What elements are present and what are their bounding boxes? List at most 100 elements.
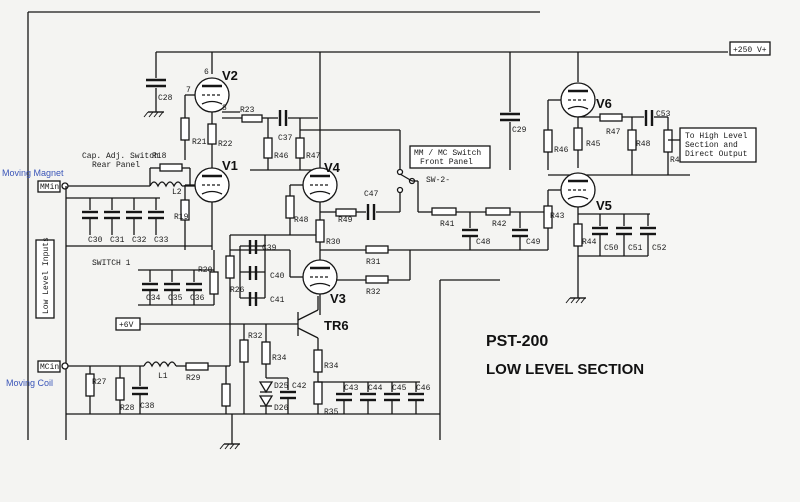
label-r48: R48	[636, 140, 651, 149]
label-r19: R19	[174, 213, 189, 222]
label-v4: V4	[324, 160, 341, 175]
label-c35: C35	[168, 294, 183, 303]
label-c53: C53	[656, 110, 671, 119]
mm-input-jack[interactable]	[37, 180, 61, 193]
label-c52: C52	[652, 244, 667, 253]
output-line2: Section and	[685, 141, 738, 150]
label-v3: V3	[330, 291, 346, 306]
label-r31: R32	[248, 332, 263, 341]
label-r38: R49	[338, 216, 353, 225]
label-v2: V2	[222, 68, 238, 83]
label-c37: C37	[278, 134, 293, 143]
label-c39: C39	[262, 244, 277, 253]
label-c50: C50	[604, 244, 619, 253]
moving-coil-label: Moving Coil	[6, 378, 53, 388]
v5-cap-bank	[592, 214, 656, 256]
output-line3: Direct Output	[685, 150, 747, 159]
switch2-line1: MM / MC Switch	[414, 149, 481, 158]
label-r26: R27	[92, 378, 107, 387]
label-c51: C51	[628, 244, 643, 253]
mm-mc-switch-box[interactable]	[409, 145, 491, 169]
label-c36: C36	[190, 294, 205, 303]
label-c28: C28	[158, 94, 173, 103]
adjacent-page	[520, 0, 800, 502]
mm-cap-bank	[82, 198, 164, 235]
label-r33: R34	[272, 354, 287, 363]
label-r44: R44	[582, 238, 597, 247]
label-r25: R47	[306, 152, 321, 161]
label-r49: R49	[670, 156, 685, 165]
label-c41: C41	[270, 296, 285, 305]
label-c38: C38	[140, 402, 155, 411]
label-tr6: TR6	[324, 318, 349, 333]
label-c33: C33	[154, 236, 169, 245]
label-r34: R34	[324, 362, 339, 371]
label-d26: D26	[274, 404, 289, 413]
label-c45: C45	[392, 384, 407, 393]
label-r27: R28	[120, 404, 135, 413]
switch2-line2: Front Panel	[420, 158, 473, 167]
label-v1: V1	[222, 158, 238, 173]
label-c47: C47	[364, 190, 379, 199]
label-l2: L2	[172, 188, 182, 197]
pin-8: 8	[222, 104, 227, 113]
cap-switch-line1: Cap. Adj. Switch	[82, 152, 159, 161]
hv-supply-box	[729, 41, 771, 56]
switch1-label: SWITCH 1	[92, 259, 131, 268]
label-r47: R47	[606, 128, 621, 137]
label-c43: C43	[344, 384, 359, 393]
pin-6: 6	[204, 68, 209, 77]
mc-jack-label: MCin	[40, 363, 59, 372]
title: PST-200	[486, 333, 548, 350]
label-c44: C44	[368, 384, 383, 393]
label-r22: R22	[218, 140, 233, 149]
tr6-cap-bank	[336, 382, 424, 414]
label-c48: C48	[476, 238, 491, 247]
label-r21: R21	[192, 138, 207, 147]
lv-supply-label: +6V	[119, 321, 134, 330]
low-level-inputs-label: Low Level Inputs	[42, 237, 51, 314]
label-r28: R29	[186, 374, 201, 383]
cap-switch-line2: Rear Panel	[92, 161, 140, 170]
label-r42: R42	[492, 220, 507, 229]
label-r23: R23	[240, 106, 255, 115]
label-r37: R48	[294, 216, 309, 225]
label-r43: R43	[550, 212, 565, 221]
hv-supply-label: +250 V+	[733, 46, 767, 55]
mc-input-jack[interactable]	[37, 360, 61, 373]
subtitle: LOW LEVEL SECTION	[486, 361, 644, 378]
label-c29: C29	[512, 126, 527, 135]
label-c30: C30	[88, 236, 103, 245]
label-r45: R45	[586, 140, 601, 149]
output-line1: To High Level	[685, 132, 748, 141]
label-v5: V5	[596, 198, 612, 213]
label-r46: R46	[554, 146, 569, 155]
mm-jack-label: MMin	[40, 183, 59, 192]
label-c31: C31	[110, 236, 125, 245]
label-r35: R35	[324, 408, 339, 417]
label-r20: R20	[198, 266, 213, 275]
label-c32: C32	[132, 236, 147, 245]
moving-magnet-label: Moving Magnet	[2, 168, 64, 178]
label-c34: C34	[146, 294, 161, 303]
label-c40: C40	[270, 272, 285, 281]
label-r40: R32	[366, 288, 381, 297]
label-r39: R31	[366, 258, 381, 267]
label-d25: D25	[274, 382, 289, 391]
output-box	[679, 127, 757, 163]
pin-7: 7	[186, 86, 191, 95]
label-v6: V6	[596, 96, 612, 111]
low-level-inputs-box	[35, 239, 55, 319]
label-l1: L1	[158, 372, 168, 381]
label-r18: R18	[152, 152, 167, 161]
label-r41: R41	[440, 220, 455, 229]
label-r24: R46	[274, 152, 289, 161]
switch2-label: SW-2-	[426, 176, 450, 185]
label-c46: C46	[416, 384, 431, 393]
label-r30: R26	[230, 286, 245, 295]
label-r36: R30	[326, 238, 341, 247]
label-c49: C49	[526, 238, 541, 247]
label-c42: C42	[292, 382, 307, 391]
cap-bank-2	[142, 270, 202, 305]
